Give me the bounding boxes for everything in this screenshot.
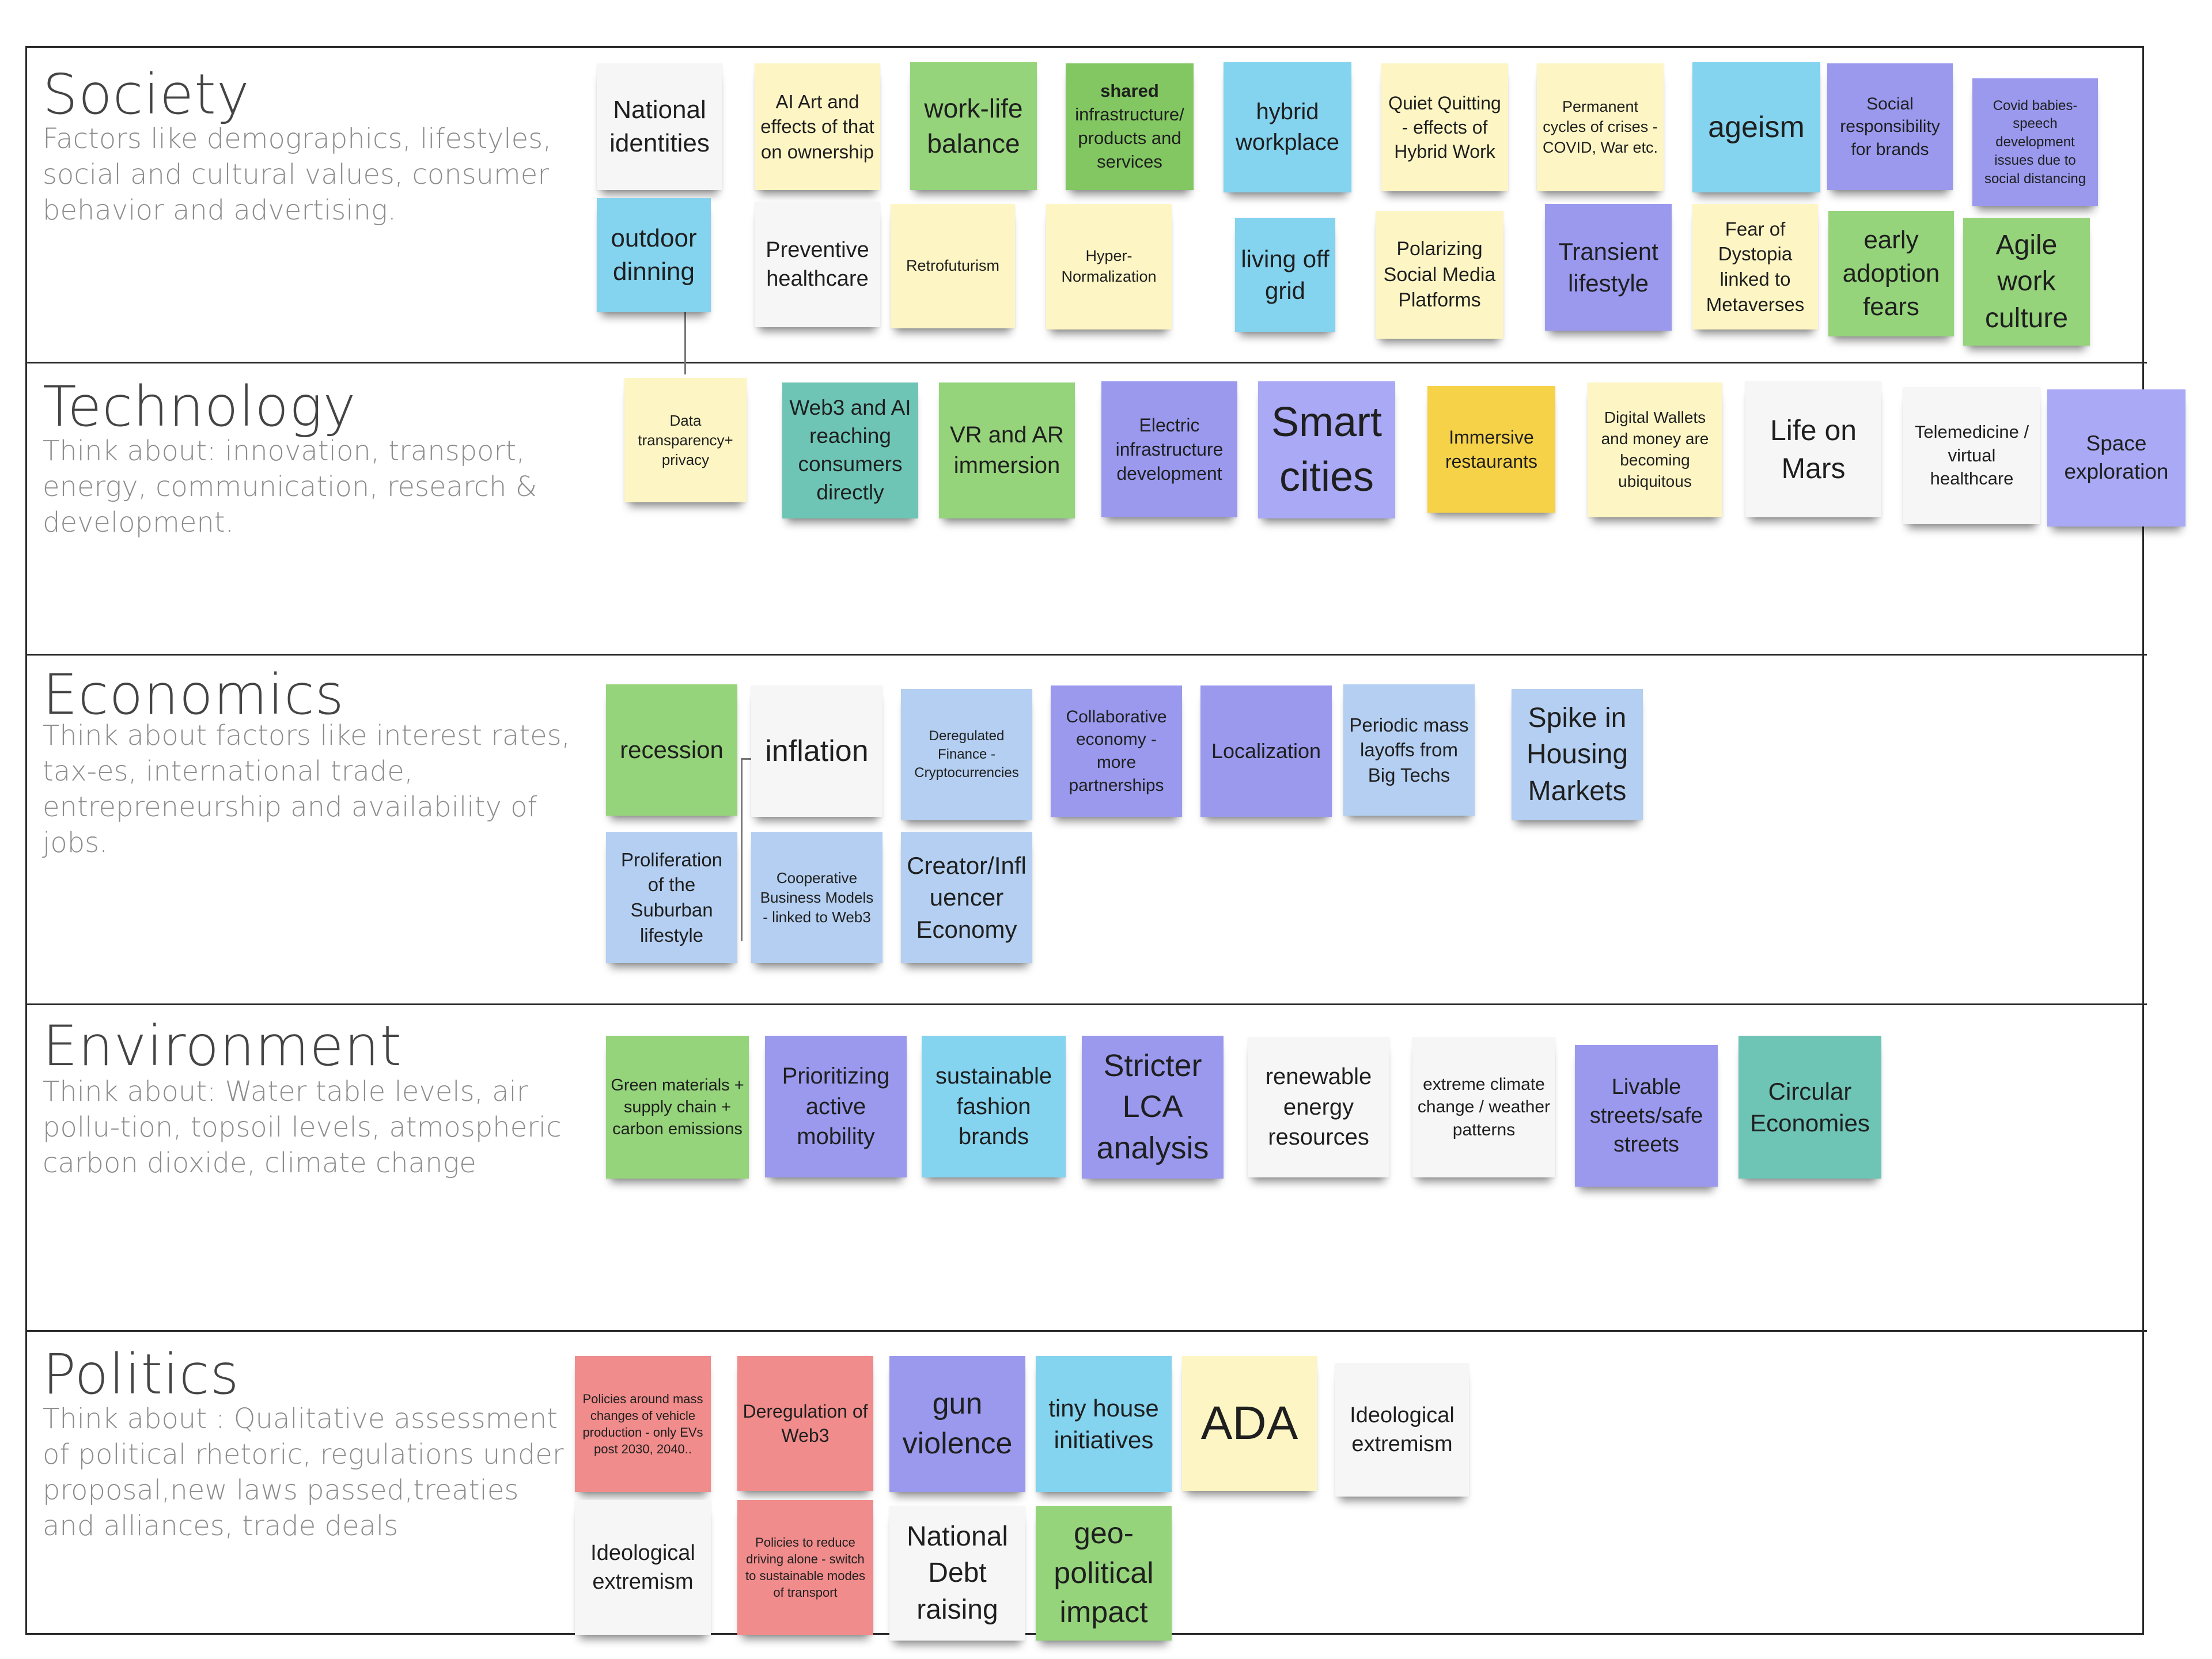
sticky-note[interactable]: geo-political impact xyxy=(1036,1506,1172,1641)
sticky-note[interactable]: Livable streets/safe streets xyxy=(1575,1045,1718,1187)
sticky-note[interactable]: National Debt raising xyxy=(889,1506,1025,1641)
sticky-note[interactable]: Localization xyxy=(1200,685,1332,817)
sticky-note[interactable]: Stricter LCA analysis xyxy=(1082,1036,1224,1179)
category-title-society: Society xyxy=(43,62,250,127)
sticky-note[interactable]: Deregulation of Web3 xyxy=(737,1356,873,1491)
sticky-note[interactable]: Spike in Housing Markets xyxy=(1512,689,1643,820)
sticky-note[interactable]: Proliferation of the Suburban lifestyle xyxy=(606,832,737,963)
sticky-note[interactable]: Periodic mass layoffs from Big Techs xyxy=(1343,684,1475,816)
sticky-note[interactable]: Social responsibility for brands xyxy=(1827,63,1953,190)
sticky-note[interactable]: Creator/Influencer Economy xyxy=(901,832,1032,963)
category-description-environment: Think about: Water table levels, air pol… xyxy=(43,1075,562,1179)
category-description-technology: Think about: innovation, transport, ener… xyxy=(43,435,537,539)
sticky-note[interactable]: Ideological extremism xyxy=(1335,1363,1469,1497)
sticky-note[interactable]: Prioritizing active mobility xyxy=(765,1036,907,1177)
sticky-note[interactable]: Hyper-Normalization xyxy=(1046,204,1172,329)
sticky-note[interactable]: Polarizing Social Media Platforms xyxy=(1376,211,1503,339)
row-divider xyxy=(25,654,2147,656)
category-title-economics: Economics xyxy=(43,662,344,727)
sticky-note[interactable]: AI Art and effects of that on ownership xyxy=(755,63,880,190)
sticky-note[interactable]: Preventive healthcare xyxy=(755,202,880,327)
sticky-note[interactable]: Circular Economies xyxy=(1738,1036,1881,1179)
sticky-note[interactable]: National identities xyxy=(597,63,722,190)
category-description-society: Factors like demographics, lifestyles, s… xyxy=(43,123,552,226)
sticky-note[interactable]: hybrid workplace xyxy=(1224,62,1351,192)
connector-line xyxy=(741,758,743,941)
sticky-note[interactable]: ADA xyxy=(1182,1356,1317,1491)
sticky-note[interactable]: Quiet Quitting - effects of Hybrid Work xyxy=(1381,63,1508,191)
sticky-note[interactable]: Deregulated Finance - Cryptocurrencies xyxy=(901,689,1032,820)
sticky-note[interactable]: Data transparency+ privacy xyxy=(624,378,747,502)
row-divider xyxy=(25,1003,2147,1005)
sticky-note[interactable]: Immersive restaurants xyxy=(1427,386,1555,513)
sticky-note[interactable]: Digital Wallets and money are becoming u… xyxy=(1588,382,1722,517)
sticky-note[interactable]: Collaborative economy - more partnership… xyxy=(1051,685,1182,817)
sticky-note[interactable]: ageism xyxy=(1692,62,1820,192)
sticky-note[interactable]: VR and AR immersion xyxy=(939,382,1075,518)
sticky-note[interactable]: sustainable fashion brands xyxy=(922,1036,1066,1177)
sticky-note[interactable]: inflation xyxy=(751,685,882,817)
sticky-note[interactable]: Fear of Dystopia linked to Metaverses xyxy=(1692,204,1818,329)
sticky-note[interactable]: Transient lifestyle xyxy=(1545,204,1672,331)
sticky-note[interactable]: Permanent cycles of crises - COVID, War … xyxy=(1537,63,1664,191)
sticky-note[interactable]: living off grid xyxy=(1235,218,1335,332)
connector-line xyxy=(684,271,686,374)
row-divider xyxy=(25,1330,2147,1332)
sticky-note[interactable]: recession xyxy=(606,684,737,816)
sticky-note[interactable]: tiny house initiatives xyxy=(1036,1356,1172,1492)
connector-line xyxy=(741,758,752,760)
sticky-note[interactable]: Electric infrastructure development xyxy=(1101,381,1237,517)
sticky-note[interactable]: outdoor dinning xyxy=(597,198,711,312)
sticky-note[interactable]: Web3 and AI reaching consumers directly xyxy=(782,382,918,518)
sticky-note[interactable]: early adoption fears xyxy=(1828,211,1954,336)
category-description-politics: Think about : Qualitative assessment of … xyxy=(43,1403,564,1542)
sticky-note[interactable]: renewable energy resources xyxy=(1248,1037,1389,1177)
category-description-economics: Think about factors like interest rates,… xyxy=(43,719,570,859)
sticky-note[interactable]: Agile work culture xyxy=(1963,218,2090,346)
sticky-note[interactable]: Covid babies- speech development issues … xyxy=(1972,78,2098,206)
row-divider xyxy=(25,362,2147,363)
sticky-note[interactable]: work-life balance xyxy=(910,62,1037,190)
sticky-note[interactable]: Telemedicine / virtual healthcare xyxy=(1903,387,2040,524)
sticky-note[interactable]: Space exploration xyxy=(2047,389,2186,527)
sticky-note[interactable]: Retrofuturism xyxy=(891,204,1015,328)
sticky-note[interactable]: Green materials + supply chain + carbon … xyxy=(606,1036,749,1179)
sticky-note[interactable]: Smart cities xyxy=(1258,381,1395,518)
sticky-note[interactable]: gun violence xyxy=(889,1356,1025,1492)
sticky-note[interactable]: Life on Mars xyxy=(1745,381,1881,517)
category-title-politics: Politics xyxy=(43,1342,240,1407)
sticky-note[interactable]: Ideological extremism xyxy=(575,1500,711,1635)
sticky-note[interactable]: Cooperative Business Models - linked to … xyxy=(751,832,882,963)
category-title-technology: Technology xyxy=(43,374,357,439)
sticky-note[interactable]: Policies to reduce driving alone - switc… xyxy=(737,1500,873,1635)
category-title-environment: Environment xyxy=(43,1014,402,1078)
sticky-note[interactable]: Policies around mass changes of vehicle … xyxy=(575,1356,711,1492)
sticky-note[interactable]: extreme climate change / weather pattern… xyxy=(1412,1037,1555,1177)
